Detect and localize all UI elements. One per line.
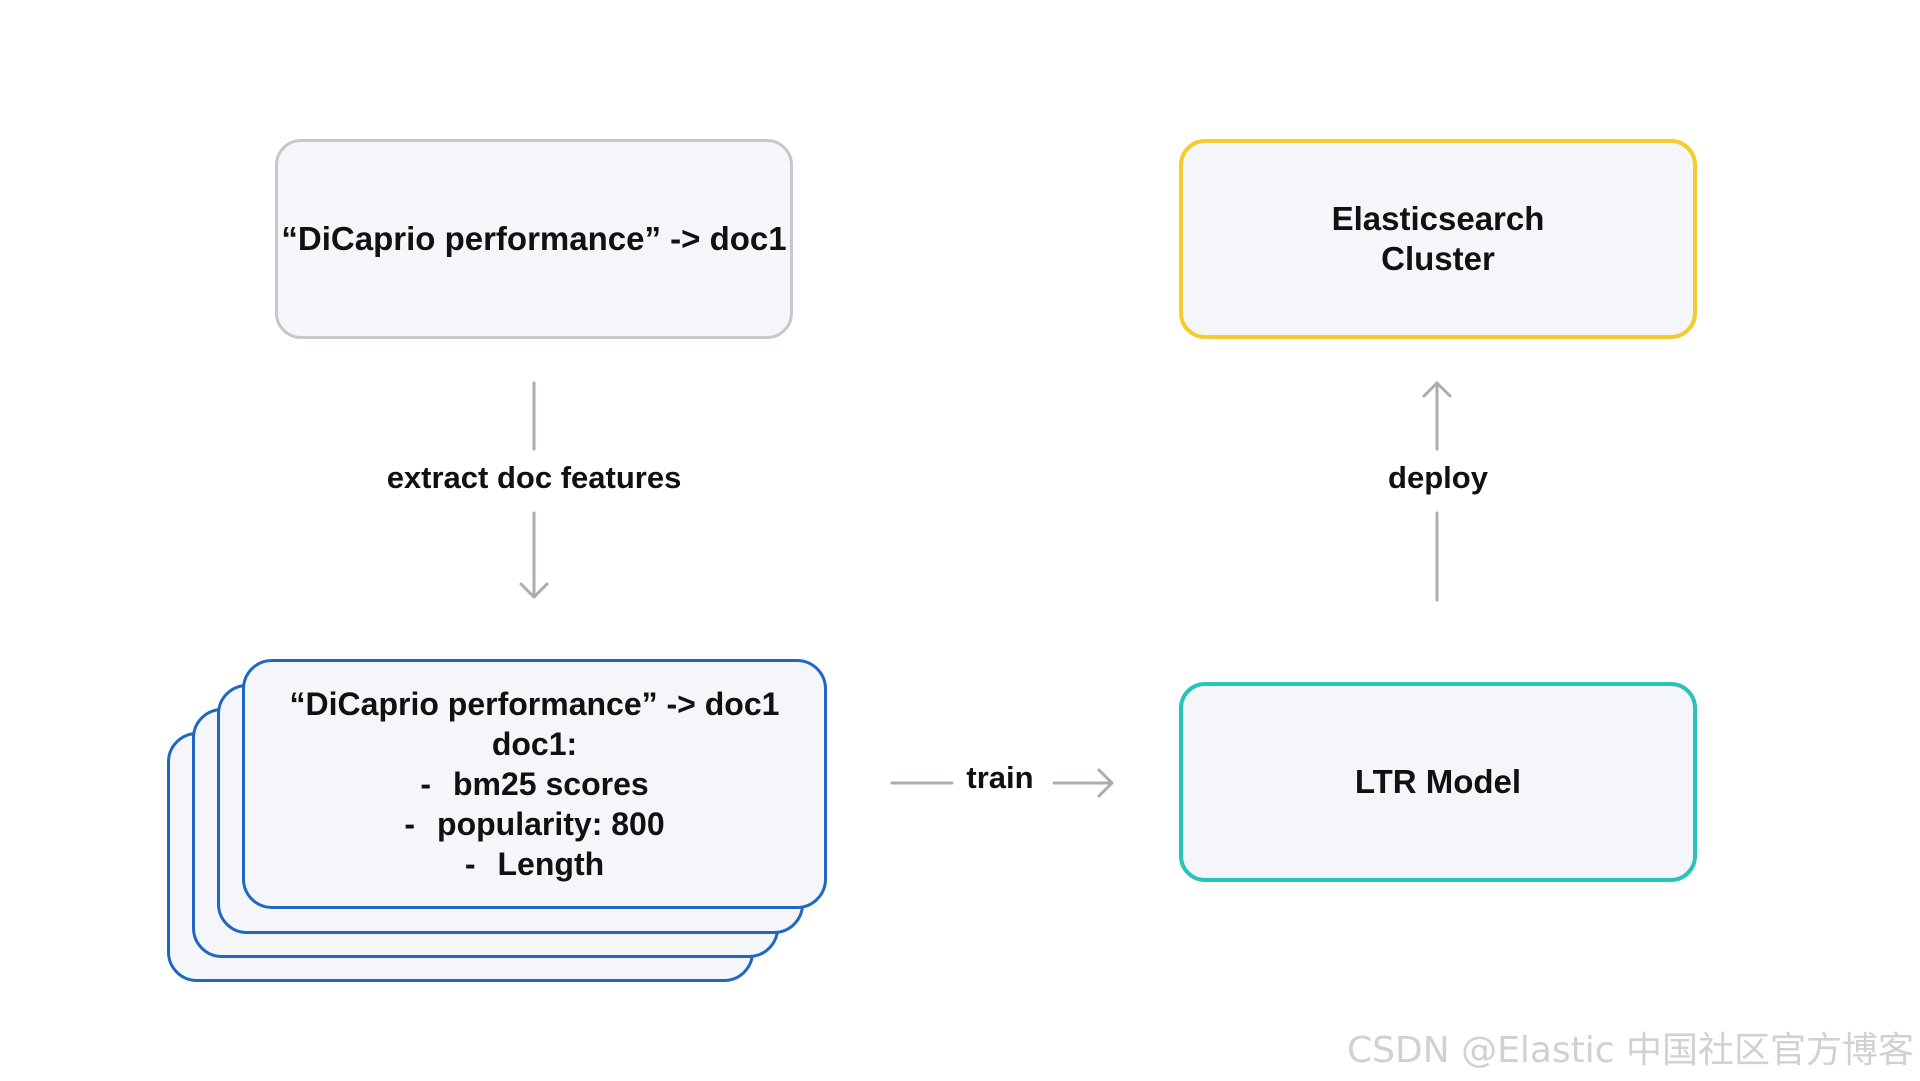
features-query-line: “DiCaprio performance” -> doc1 — [289, 686, 780, 722]
elasticsearch-cluster-node: Elasticsearch Cluster — [1179, 139, 1697, 339]
features-doc-line: doc1: — [491, 726, 578, 762]
deploy-label: deploy — [1388, 460, 1488, 495]
ltr-model-text: LTR Model — [1354, 763, 1522, 800]
csdn-watermark: CSDN @Elastic 中国社区官方博客 — [1346, 1030, 1914, 1071]
bullet-marker: - — [420, 766, 431, 802]
cluster-line-1: Elasticsearch — [1331, 200, 1545, 237]
feature-document-node: “DiCaprio performance” -> doc1 doc1: -bm… — [242, 659, 827, 909]
query-pair-node: “DiCaprio performance” -> doc1 — [275, 139, 793, 339]
train-arrowhead — [1097, 768, 1114, 798]
bullet-marker: - — [404, 806, 416, 842]
ltr-model-node: LTR Model — [1179, 682, 1697, 882]
train-label: train — [966, 760, 1034, 795]
feature-bullet-popularity: -popularity: 800 — [404, 804, 664, 844]
feature-bullet-text: popularity: 800 — [437, 806, 665, 842]
query-pair-text: “DiCaprio performance” -> doc1 — [281, 220, 787, 257]
extract-doc-features-label: extract doc features — [386, 460, 682, 495]
feature-bullet-text: bm25 scores — [452, 766, 649, 802]
extract-arrowhead — [519, 582, 549, 599]
cluster-line-2: Cluster — [1381, 240, 1495, 277]
deploy-arrowhead — [1422, 381, 1452, 398]
bullet-marker: - — [464, 846, 476, 882]
feature-bullet-length: -Length — [465, 844, 604, 884]
feature-bullet-text: Length — [497, 846, 605, 882]
feature-bullet-bm25: -bm25 scores — [420, 764, 648, 804]
